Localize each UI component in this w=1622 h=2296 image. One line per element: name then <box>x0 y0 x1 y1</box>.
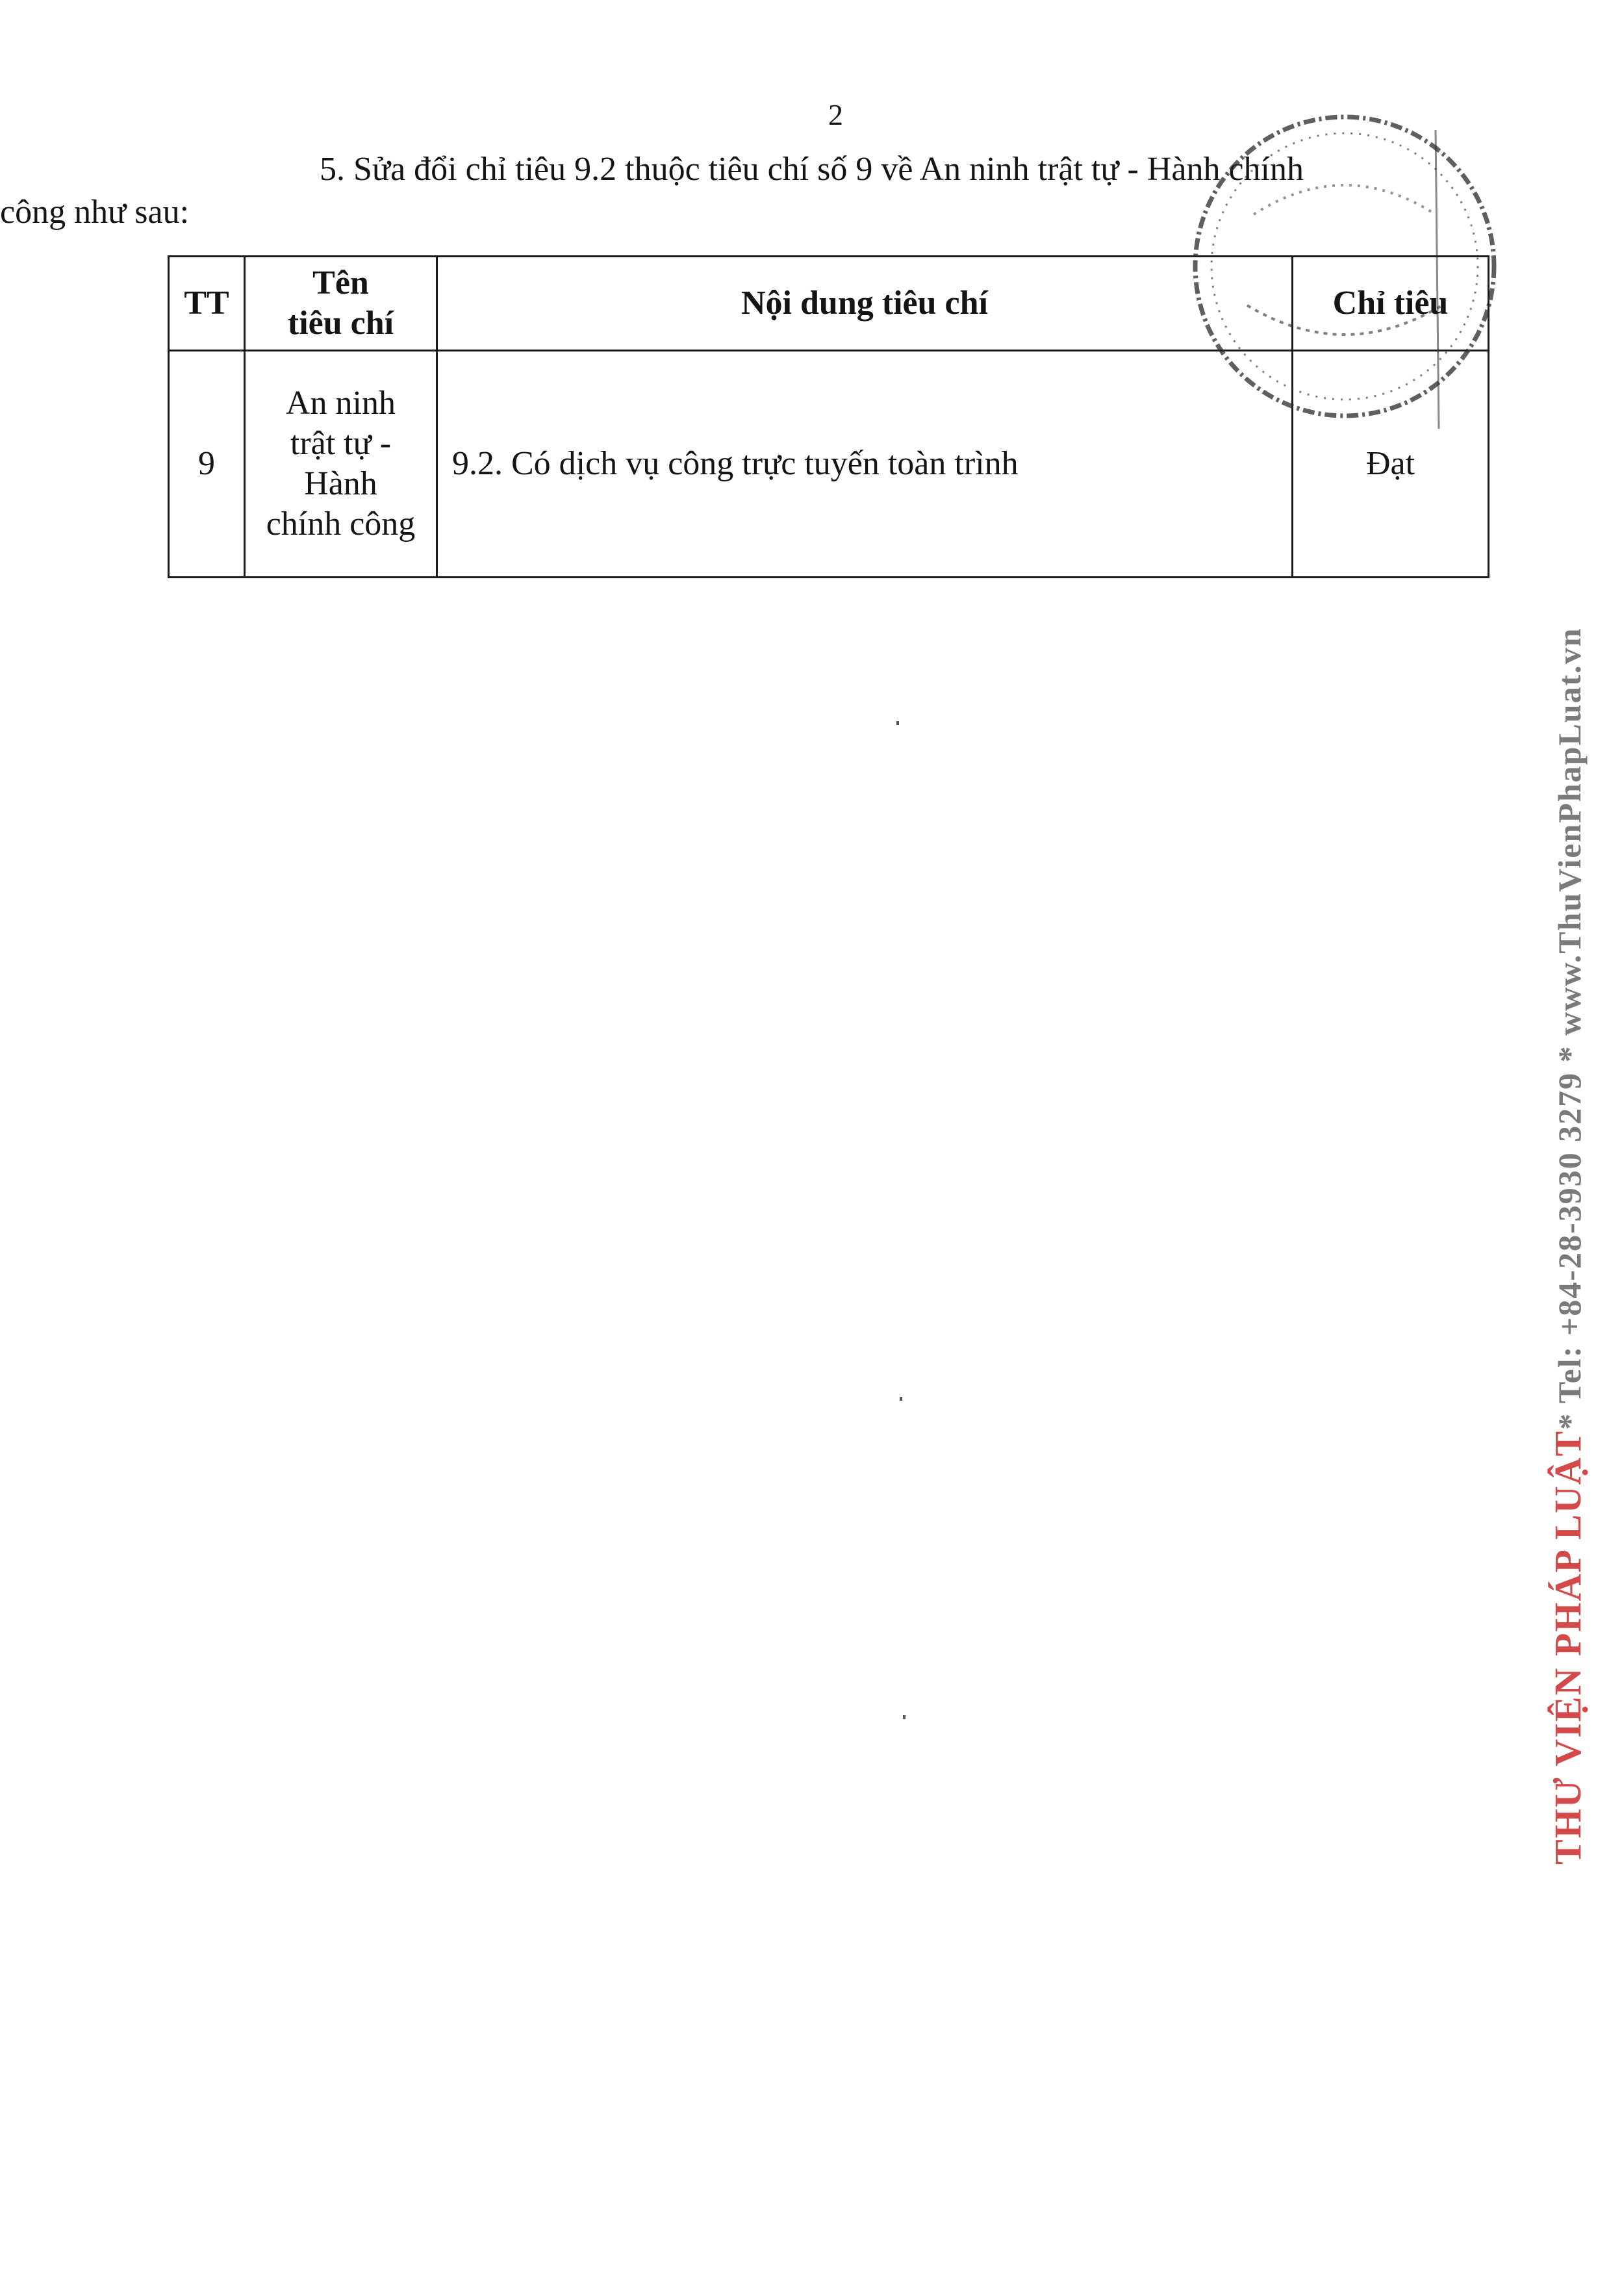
paragraph-line-continued: công như sau: <box>0 194 190 231</box>
scan-speck <box>896 721 899 725</box>
header-tt: TT <box>168 255 246 351</box>
name-line2: trật tự - <box>290 425 392 462</box>
name-line1: An ninh <box>286 385 396 422</box>
header-content: Nội dung tiêu chí <box>436 255 1293 351</box>
amendment-paragraph: 5. Sửa đổi chỉ tiêu 9.2 thuộc tiêu chí s… <box>0 148 1475 234</box>
name-line3: Hành <box>304 465 377 502</box>
page-number: 2 <box>828 98 843 131</box>
scan-speck <box>903 1715 906 1719</box>
scan-speck <box>900 1397 902 1401</box>
table-row: 9 An ninh trật tự - Hành chính công 9.2.… <box>168 350 1489 578</box>
side-watermark: THƯ VIỆN PHÁP LUẬT* Tel: +84-28-3930 327… <box>1546 627 1590 1865</box>
watermark-contact: * Tel: +84-28-3930 3279 * www.ThuVienPha… <box>1551 627 1588 1430</box>
table-header-row: TT Tên tiêu chí Nội dung tiêu chí Chỉ ti… <box>168 255 1489 351</box>
header-name-line1: Tên <box>312 264 369 301</box>
name-line4: chính công <box>266 505 416 542</box>
paragraph-line-indented: 5. Sửa đổi chỉ tiêu 9.2 thuộc tiêu chí s… <box>320 151 1304 188</box>
header-criteria-name: Tên tiêu chí <box>244 255 438 351</box>
official-seal-icon <box>1193 114 1497 429</box>
cell-content: 9.2. Có dịch vụ công trực tuyến toàn trì… <box>436 350 1293 578</box>
cell-tt: 9 <box>168 350 246 578</box>
header-target: Chỉ tiêu <box>1291 255 1489 351</box>
cell-criteria-name: An ninh trật tự - Hành chính công <box>244 350 438 578</box>
criteria-table: TT Tên tiêu chí Nội dung tiêu chí Chỉ ti… <box>168 255 1489 578</box>
header-name-line2: tiêu chí <box>287 305 394 342</box>
cell-target: Đạt <box>1291 350 1489 578</box>
watermark-brand: THƯ VIỆN PHÁP LUẬT <box>1547 1429 1589 1865</box>
